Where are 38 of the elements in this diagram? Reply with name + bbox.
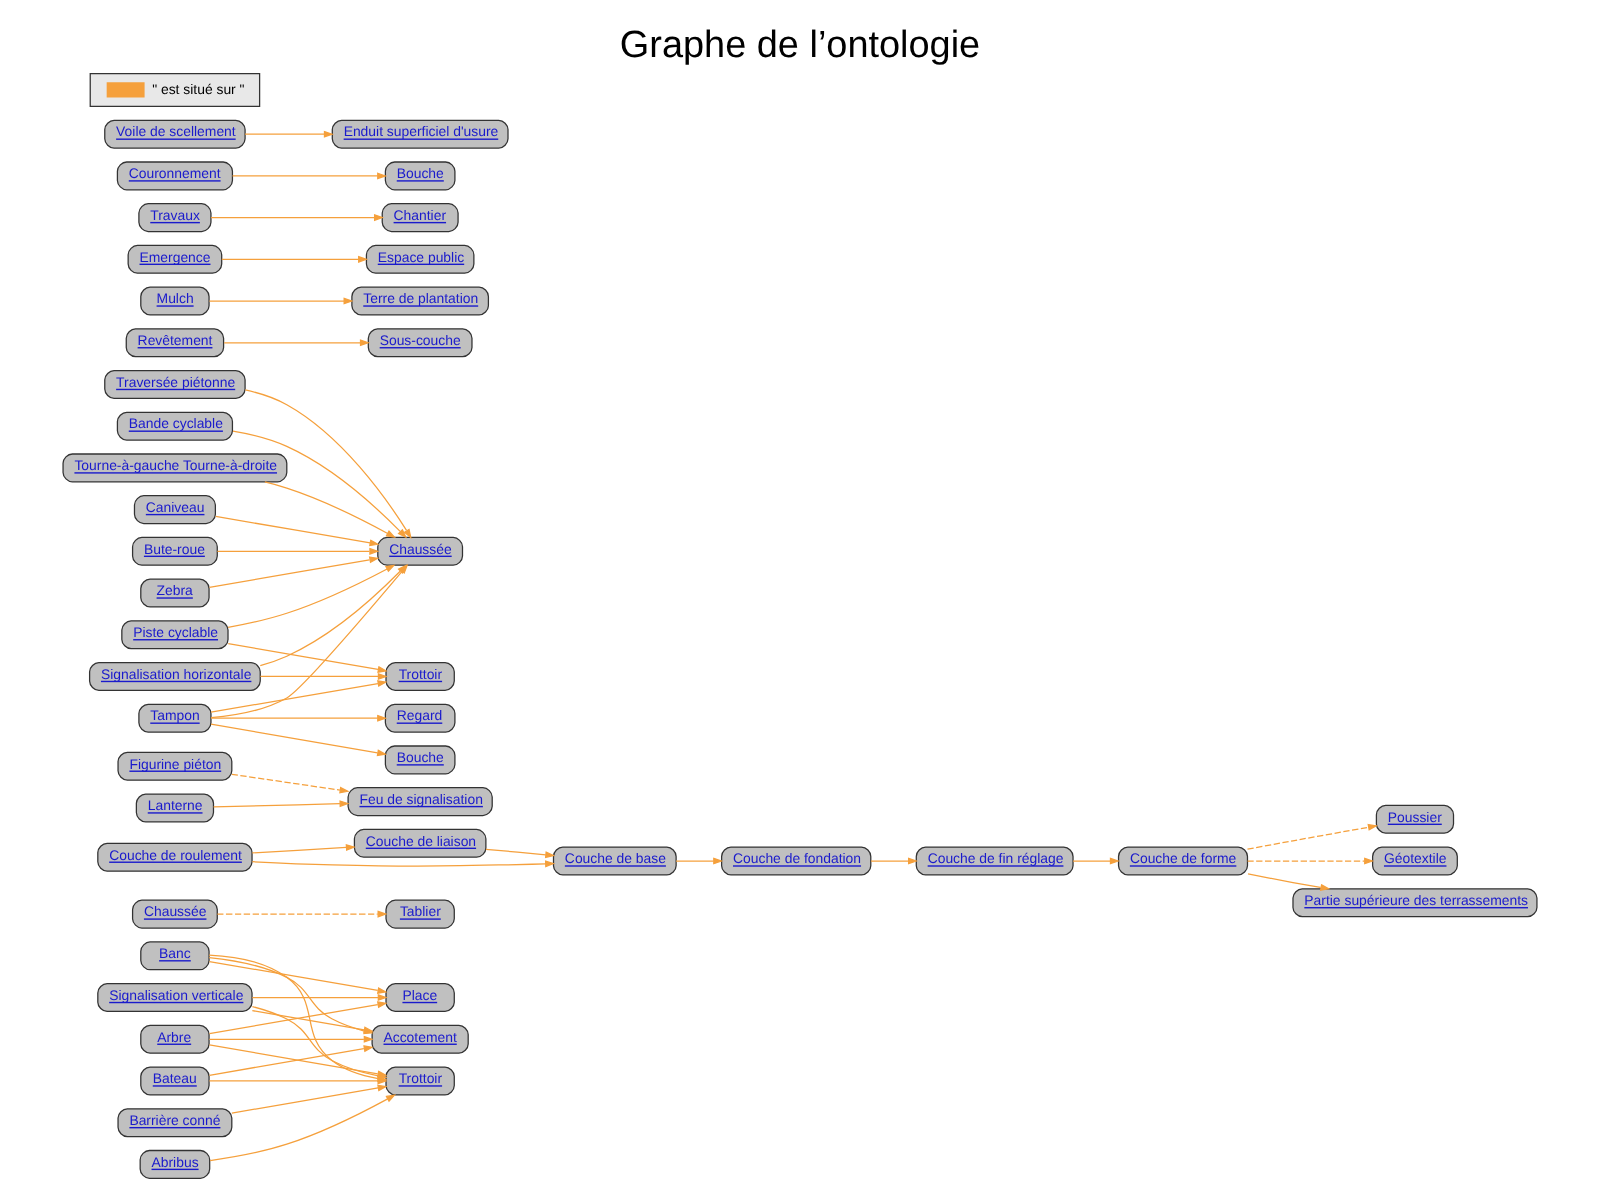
arrow [210,723,388,757]
arrow [208,556,380,588]
arrow [1246,823,1379,850]
arrow [251,860,556,868]
arrow [251,994,388,1002]
arrow [227,564,396,629]
arrow [209,1094,397,1162]
arrow [231,773,350,794]
arrow [216,547,380,555]
arrow [231,1084,388,1114]
arrow [1072,857,1120,865]
arrow [216,910,388,918]
arrow [210,680,388,713]
arrow [244,130,334,138]
arrow [208,960,388,994]
arrow [259,672,388,680]
arrow [221,255,369,263]
arrow [1247,873,1331,891]
arrow [208,297,354,305]
diagram-title: Graphe de l’ontologie [619,25,981,68]
arrow [264,481,397,539]
arrow [1246,857,1375,865]
arrow [223,339,370,347]
arrow [251,843,356,854]
arrow [870,857,919,865]
arrow [212,800,350,808]
arrow [231,172,388,180]
arrow [208,1077,388,1085]
arrow [210,214,385,222]
arrow [675,857,724,865]
arrow [232,430,408,539]
arrow [485,848,556,859]
arrow [210,714,388,722]
arrow [215,515,380,547]
arrow [227,643,388,673]
arrow [208,1035,374,1043]
arrow [208,1045,374,1076]
arrow [244,389,412,539]
